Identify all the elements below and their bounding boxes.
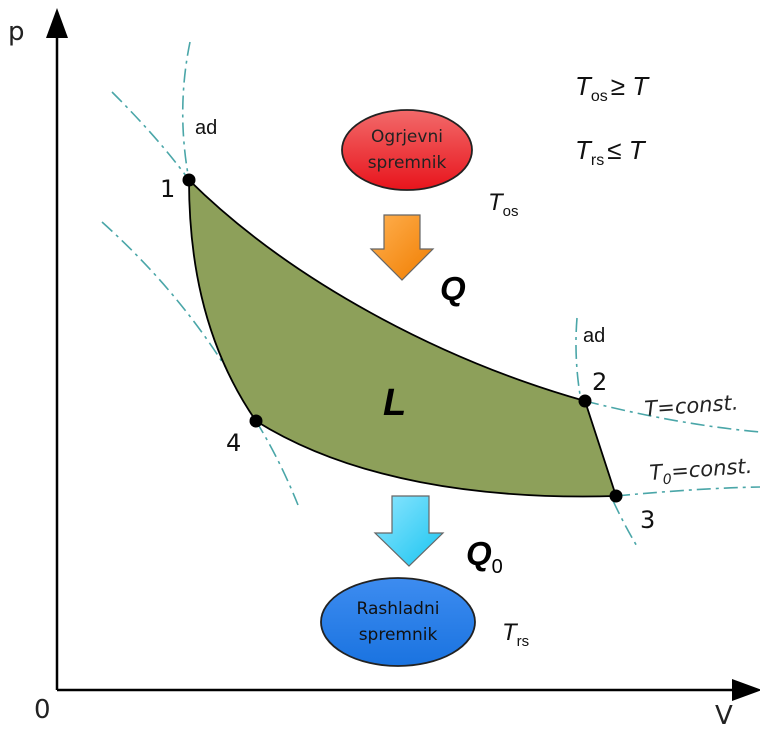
- cond-cold-sub: rs: [591, 152, 604, 169]
- y-axis-label: p: [8, 17, 25, 47]
- y-axis-arrow: [46, 8, 68, 38]
- cond-hot-main: T: [575, 71, 593, 101]
- t0-sub: 0: [662, 471, 672, 488]
- hot-reservoir-ellipse: [341, 109, 473, 191]
- axes: p V 0: [8, 8, 760, 729]
- cold-reservoir-line2: spremnik: [359, 625, 438, 645]
- isotherm-t0-label: T0=const.: [649, 454, 754, 489]
- point-label-2: 2: [592, 368, 607, 396]
- isotherm-cold-line: [615, 486, 760, 497]
- cond-cold-main: T: [575, 135, 593, 165]
- condition-cold: Trs≤ T: [575, 135, 647, 169]
- adiabat-upper-line: [181, 41, 191, 181]
- point-label-4: 4: [226, 429, 241, 457]
- x-axis-label: V: [715, 701, 733, 729]
- hot-reservoir: Ogrjevni spremnik: [341, 109, 473, 191]
- adiabat-label-top: ad: [195, 117, 217, 139]
- hot-reservoir-line1: Ogrjevni: [371, 127, 443, 147]
- isotherm-hot-extension: [111, 91, 190, 181]
- t0-main: T: [649, 460, 666, 485]
- adiabat-lower-extension: [255, 420, 299, 506]
- cond-cold-rest: ≤ T: [607, 135, 646, 165]
- isotherm-hot-line: [584, 400, 760, 433]
- cold-temperature-label: Trs: [502, 619, 529, 650]
- work-area: [188, 177, 618, 498]
- state-points: 1 2 3 4: [160, 173, 655, 534]
- t-os-main: T: [488, 189, 505, 216]
- heat-out-label: Q0: [466, 535, 503, 578]
- hot-temperature-label: Tos: [488, 189, 519, 220]
- x-axis-arrow: [732, 679, 760, 701]
- state-point-3: [609, 489, 623, 503]
- q0-sub: 0: [492, 556, 503, 578]
- heat-out-arrow: [373, 495, 445, 567]
- q0-main: Q: [466, 535, 492, 572]
- heat-in-arrow: [369, 214, 435, 281]
- origin-label: 0: [34, 695, 51, 725]
- state-point-2: [578, 394, 592, 408]
- cond-hot-sub: os: [591, 88, 608, 105]
- hot-reservoir-line2: spremnik: [368, 153, 447, 173]
- cold-reservoir-line1: Rashladni: [357, 599, 440, 619]
- cold-reservoir-ellipse: [320, 577, 476, 667]
- t-rs-sub: rs: [517, 633, 530, 650]
- condition-hot: Tos≥ T: [575, 71, 650, 105]
- cond-hot-rest: ≥ T: [611, 71, 650, 101]
- adiabat-label-right: ad: [583, 325, 605, 347]
- point-label-1: 1: [160, 175, 175, 203]
- state-point-4: [249, 414, 263, 428]
- t0-rest: =const.: [670, 454, 753, 484]
- state-point-1: [182, 173, 196, 187]
- cold-reservoir: Rashladni spremnik: [320, 577, 476, 667]
- heat-in-label: Q: [440, 270, 466, 307]
- t-os-sub: os: [503, 203, 519, 220]
- t-rs-main: T: [502, 619, 519, 646]
- work-label: L: [383, 382, 406, 424]
- point-label-3: 3: [640, 506, 655, 534]
- isotherm-t-label: T=const.: [644, 390, 739, 420]
